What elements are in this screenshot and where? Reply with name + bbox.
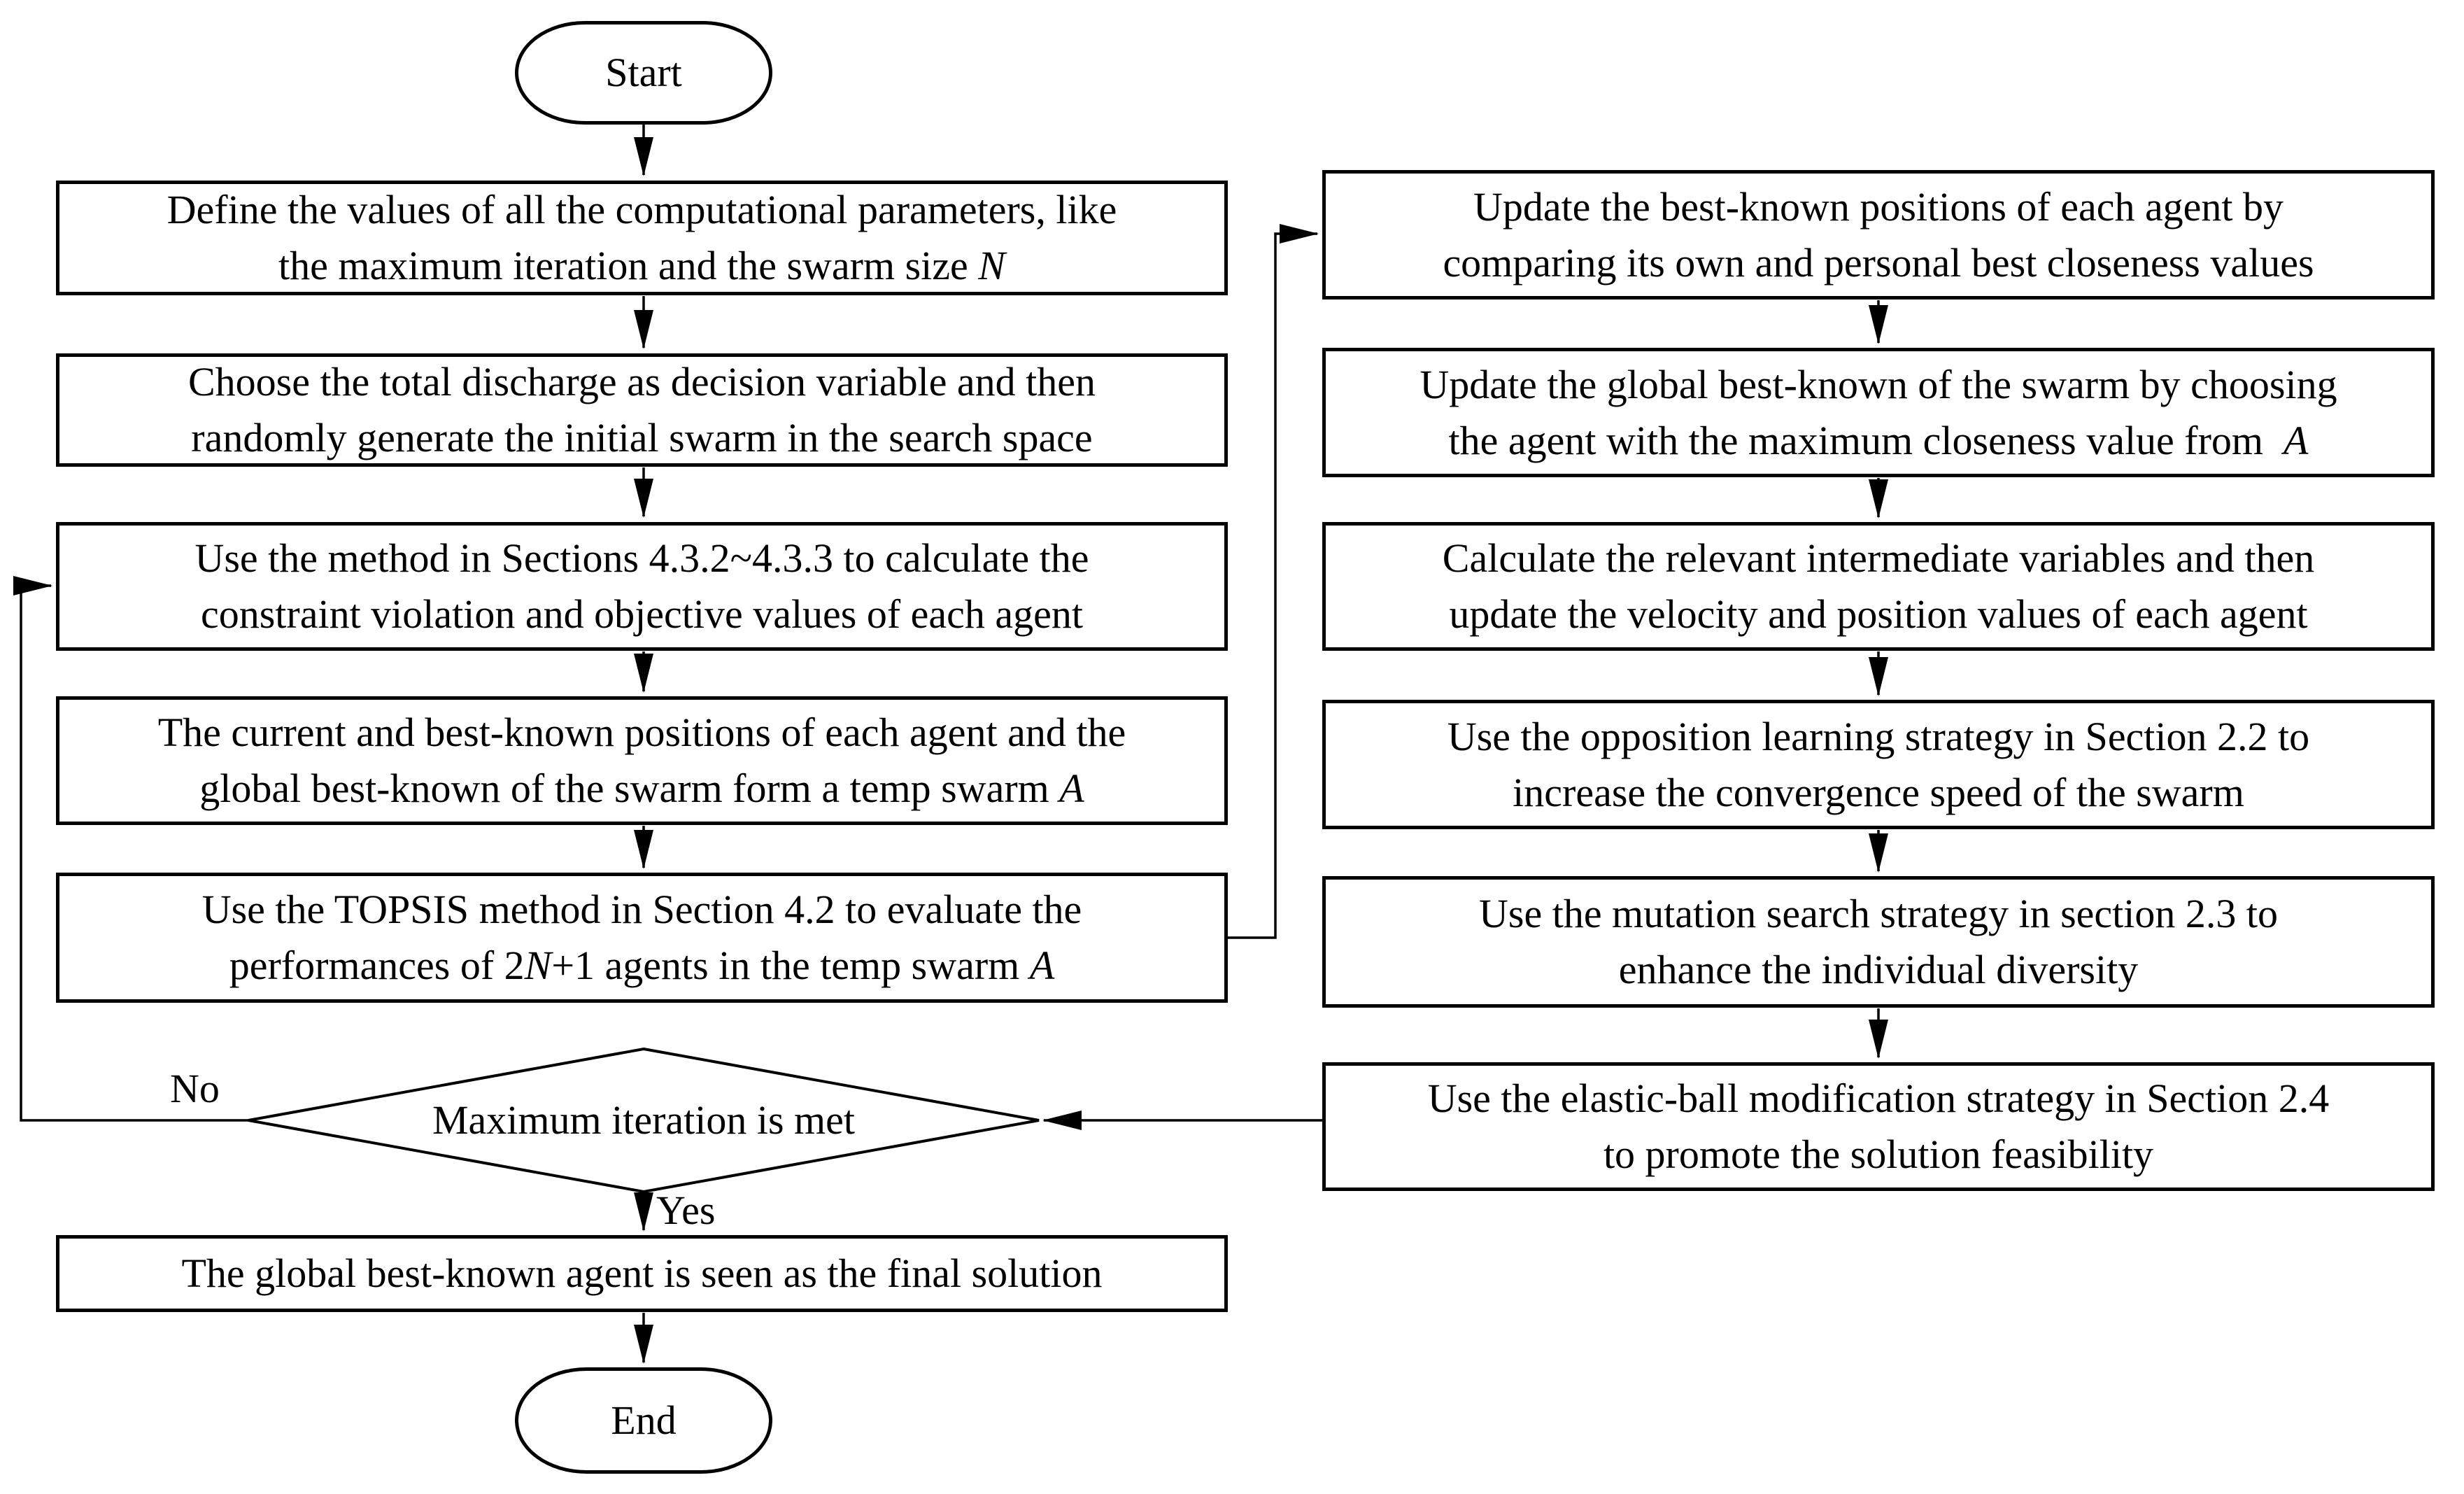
text-line: Use the opposition learning strategy in …: [1447, 713, 2310, 759]
text-line: The current and best-known positions of …: [157, 710, 1126, 755]
text-line: Use the elastic-ball modification strate…: [1427, 1076, 2330, 1121]
label-yes: Yes: [656, 1188, 716, 1233]
node-calculate-constraint-objective: Use the method in Sections 4.3.2~4.3.3 t…: [56, 522, 1228, 651]
text-line: the maximum iteration and the swarm size…: [278, 243, 1005, 288]
text-line: Use the TOPSIS method in Section 4.2 to …: [201, 887, 1082, 932]
text-line: to promote the solution feasibility: [1603, 1132, 2154, 1177]
node-topsis-evaluation: Use the TOPSIS method in Section 4.2 to …: [56, 873, 1228, 1003]
text-line: Use the method in Sections 4.3.2~4.3.3 t…: [194, 535, 1089, 581]
node-start-terminal: Start: [515, 21, 772, 125]
edge-decision-no-loop: [13, 576, 250, 1122]
text-line: Calculate the relevant intermediate vari…: [1442, 535, 2315, 581]
node-form-temp-swarm: The current and best-known positions of …: [56, 696, 1228, 825]
node-opposition-learning: Use the opposition learning strategy in …: [1322, 700, 2435, 829]
text-line: constraint violation and objective value…: [200, 591, 1084, 637]
text-line: enhance the individual diversity: [1618, 947, 2139, 992]
text-line: Define the values of all the computation…: [167, 187, 1117, 232]
text-line: increase the convergence speed of the sw…: [1513, 769, 2244, 815]
start-label: Start: [605, 50, 682, 95]
node-decision-max-iteration: Maximum iteration is met: [364, 1078, 923, 1162]
node-generate-initial-swarm: Choose the total discharge as decision v…: [56, 353, 1228, 467]
node-update-velocity-position: Calculate the relevant intermediate vari…: [1322, 522, 2435, 651]
node-final-solution: The global best-known agent is seen as t…: [56, 1235, 1228, 1312]
text-line: comparing its own and personal best clos…: [1443, 239, 2314, 286]
node-define-parameters: Define the values of all the computation…: [56, 181, 1228, 295]
text-line: performances of 2N+1 agents in the temp …: [229, 943, 1055, 988]
text-line: Choose the total discharge as decision v…: [187, 359, 1096, 404]
text-line: Update the global best-known of the swar…: [1419, 361, 2337, 407]
node-elastic-ball-modification: Use the elastic-ball modification strate…: [1322, 1062, 2435, 1191]
edge-topsis-to-updatebest: [1228, 224, 1319, 939]
node-update-best-known: Update the best-known positions of each …: [1322, 170, 2435, 299]
text-line: The global best-known agent is seen as t…: [181, 1250, 1103, 1296]
decision-label: Maximum iteration is met: [432, 1097, 856, 1143]
text-line: update the velocity and position values …: [1449, 591, 2308, 637]
node-mutation-search: Use the mutation search strategy in sect…: [1322, 876, 2435, 1008]
end-label: End: [611, 1397, 677, 1443]
text-line: global best-known of the swarm form a te…: [199, 766, 1084, 811]
node-update-global-best: Update the global best-known of the swar…: [1322, 348, 2435, 477]
node-end-terminal: End: [515, 1367, 772, 1474]
text-line: the agent with the maximum closeness val…: [1448, 417, 2309, 463]
label-no: No: [170, 1066, 220, 1111]
text-line: Update the best-known positions of each …: [1473, 183, 2284, 230]
text-line: Use the mutation search strategy in sect…: [1479, 891, 2278, 936]
text-line: randomly generate the initial swarm in t…: [191, 415, 1093, 460]
